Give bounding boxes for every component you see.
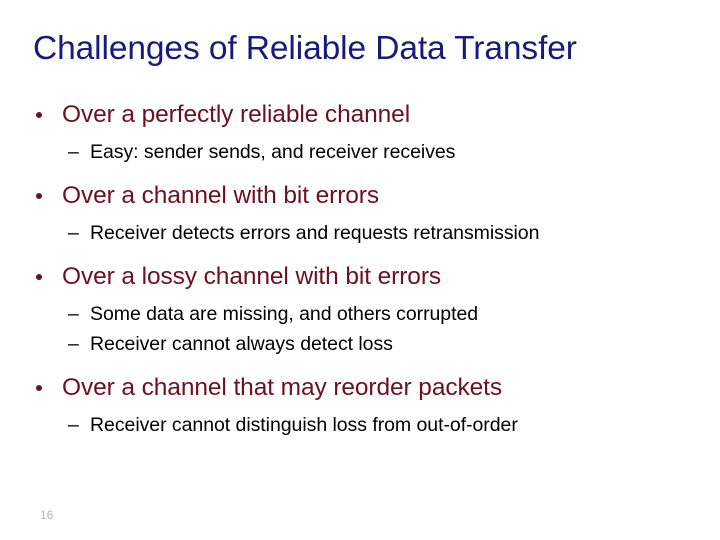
spacer: [0, 292, 720, 301]
bullet-item-level1: Over a channel that may reorder packets: [0, 373, 720, 403]
bullet-item-level2: – Some data are missing, and others corr…: [0, 301, 720, 327]
slide-page-number: 16: [40, 508, 54, 522]
bullet-dot-icon: [36, 274, 42, 280]
bullet-item-level2: – Receiver cannot always detect loss: [0, 331, 720, 357]
spacer: [0, 403, 720, 412]
bullet-item-label: Receiver cannot distinguish loss from ou…: [90, 414, 518, 436]
bullet-item-level1: Over a perfectly reliable channel: [0, 100, 720, 130]
bullet-item-label: Some data are missing, and others corrup…: [90, 303, 479, 325]
bullet-item-level2: – Receiver detects errors and requests r…: [0, 220, 720, 246]
spacer: [0, 165, 720, 181]
dash-icon: –: [68, 141, 79, 163]
bullet-item-label: Over a channel that may reorder packets: [62, 374, 503, 401]
spacer: [0, 130, 720, 139]
page-title: Challenges of Reliable Data Transfer: [33, 30, 577, 67]
bullet-group: Over a perfectly reliable channel – Easy…: [0, 100, 720, 165]
dash-icon: –: [68, 414, 79, 436]
bullet-group: Over a channel that may reorder packets …: [0, 373, 720, 438]
bullet-item-level2: – Receiver cannot distinguish loss from …: [0, 412, 720, 438]
spacer: [0, 246, 720, 262]
bullet-item-label: Receiver detects errors and requests ret…: [90, 222, 540, 244]
spacer: [0, 357, 720, 373]
bullet-dot-icon: [36, 112, 42, 118]
dash-icon: –: [68, 303, 79, 325]
bullet-dot-icon: [36, 385, 42, 391]
dash-icon: –: [68, 222, 79, 244]
bullet-item-level2: – Easy: sender sends, and receiver recei…: [0, 139, 720, 165]
dash-icon: –: [68, 333, 79, 355]
spacer: [0, 211, 720, 220]
bullet-dot-icon: [36, 193, 42, 199]
bullet-item-label: Over a perfectly reliable channel: [62, 101, 411, 128]
bullet-item-label: Over a channel with bit errors: [62, 182, 379, 209]
bullet-item-level1: Over a channel with bit errors: [0, 181, 720, 211]
bullet-list: Over a perfectly reliable channel – Easy…: [0, 100, 720, 438]
bullet-group: Over a lossy channel with bit errors – S…: [0, 262, 720, 357]
bullet-item-label: Easy: sender sends, and receiver receive…: [90, 141, 456, 163]
bullet-item-label: Receiver cannot always detect loss: [90, 333, 393, 355]
bullet-group: Over a channel with bit errors – Receive…: [0, 181, 720, 246]
bullet-item-level1: Over a lossy channel with bit errors: [0, 262, 720, 292]
bullet-item-label: Over a lossy channel with bit errors: [62, 263, 442, 290]
